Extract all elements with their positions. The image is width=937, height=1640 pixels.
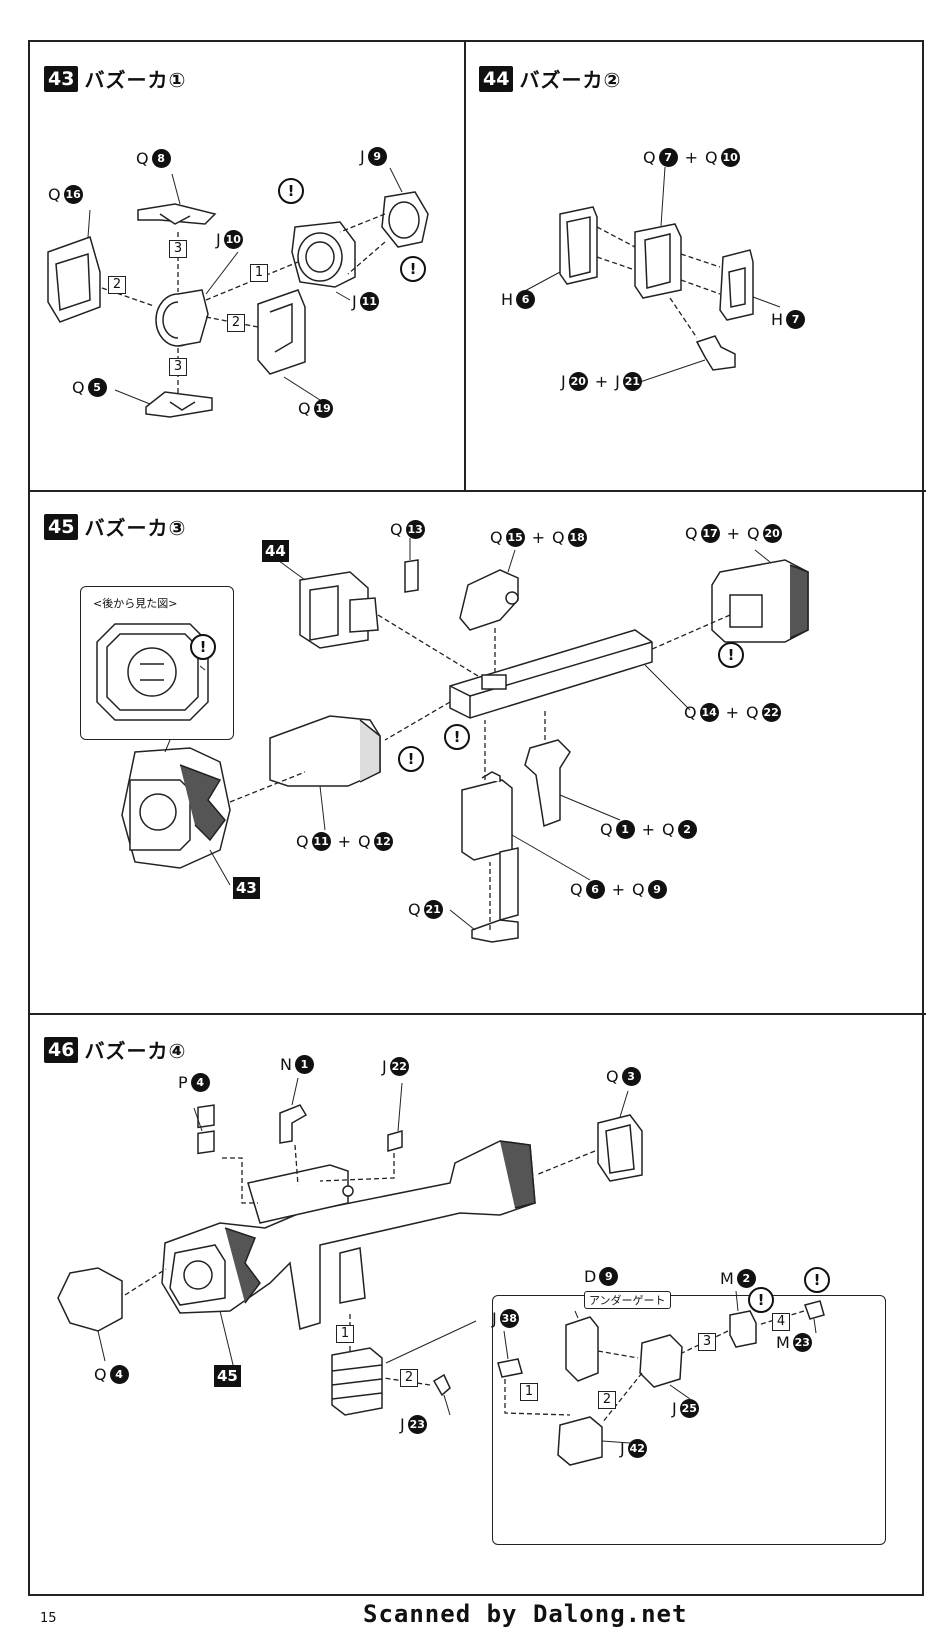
order-marker: 2 xyxy=(400,1369,418,1387)
step-43-heading: 43 バズーカ① xyxy=(44,64,186,93)
warning-icon: ! xyxy=(748,1287,774,1313)
scan-credit: Scanned by Dalong.net xyxy=(363,1600,688,1628)
panel-dividers xyxy=(30,42,926,1015)
step-43-panel: 43 バズーカ① xyxy=(30,42,463,489)
step-title: バズーカ① xyxy=(84,68,187,92)
step-number: 45 xyxy=(44,513,79,540)
ref-step-45: 45 xyxy=(214,1365,241,1387)
page-number: 15 xyxy=(40,1611,57,1626)
order-marker: 2 xyxy=(108,276,126,294)
step-title: バズーカ③ xyxy=(84,516,187,540)
step-title: バズーカ④ xyxy=(84,1039,187,1063)
step-44-diagram xyxy=(522,166,781,383)
order-marker: 2 xyxy=(227,314,245,332)
order-marker: 3 xyxy=(698,1333,716,1351)
grip-detail-inset xyxy=(492,1295,886,1545)
manual-frame xyxy=(28,40,926,1596)
step-number: 43 xyxy=(44,65,79,92)
warning-icon: ! xyxy=(804,1267,830,1293)
warning-icon: ! xyxy=(400,256,426,282)
order-marker: 1 xyxy=(336,1325,354,1343)
order-marker: 4 xyxy=(772,1313,790,1331)
back-view-caption: <後から見た図> xyxy=(93,597,178,610)
ref-step-43: 43 xyxy=(233,877,260,899)
step-45-heading: 45 バズーカ③ xyxy=(44,512,186,541)
step-45-diagram xyxy=(96,538,809,943)
step-44-heading: 44 バズーカ② xyxy=(479,64,621,93)
order-marker: 3 xyxy=(169,240,187,258)
step-45-panel: 45 バズーカ③ <後から見た図> xyxy=(30,490,922,1011)
warning-icon: ! xyxy=(278,178,304,204)
ref-step-44: 44 xyxy=(262,540,289,562)
step-46-diagram xyxy=(57,1077,825,1466)
step-46-heading: 46 バズーカ④ xyxy=(44,1035,186,1064)
step-title: バズーカ② xyxy=(519,68,622,92)
step-number: 46 xyxy=(44,1036,79,1063)
warning-icon: ! xyxy=(444,724,470,750)
warning-icon: ! xyxy=(398,746,424,772)
step-43-diagram xyxy=(47,167,429,418)
order-marker: 1 xyxy=(250,264,268,282)
order-marker: 2 xyxy=(598,1391,616,1409)
order-marker: 3 xyxy=(169,358,187,376)
step-46-panel: 46 バズーカ④ xyxy=(30,1013,922,1595)
undergate-tag: アンダーゲート xyxy=(584,1291,671,1309)
step-number: 44 xyxy=(479,65,514,92)
warning-icon: ! xyxy=(718,642,744,668)
warning-icon: ! xyxy=(190,634,216,660)
order-marker: 1 xyxy=(520,1383,538,1401)
